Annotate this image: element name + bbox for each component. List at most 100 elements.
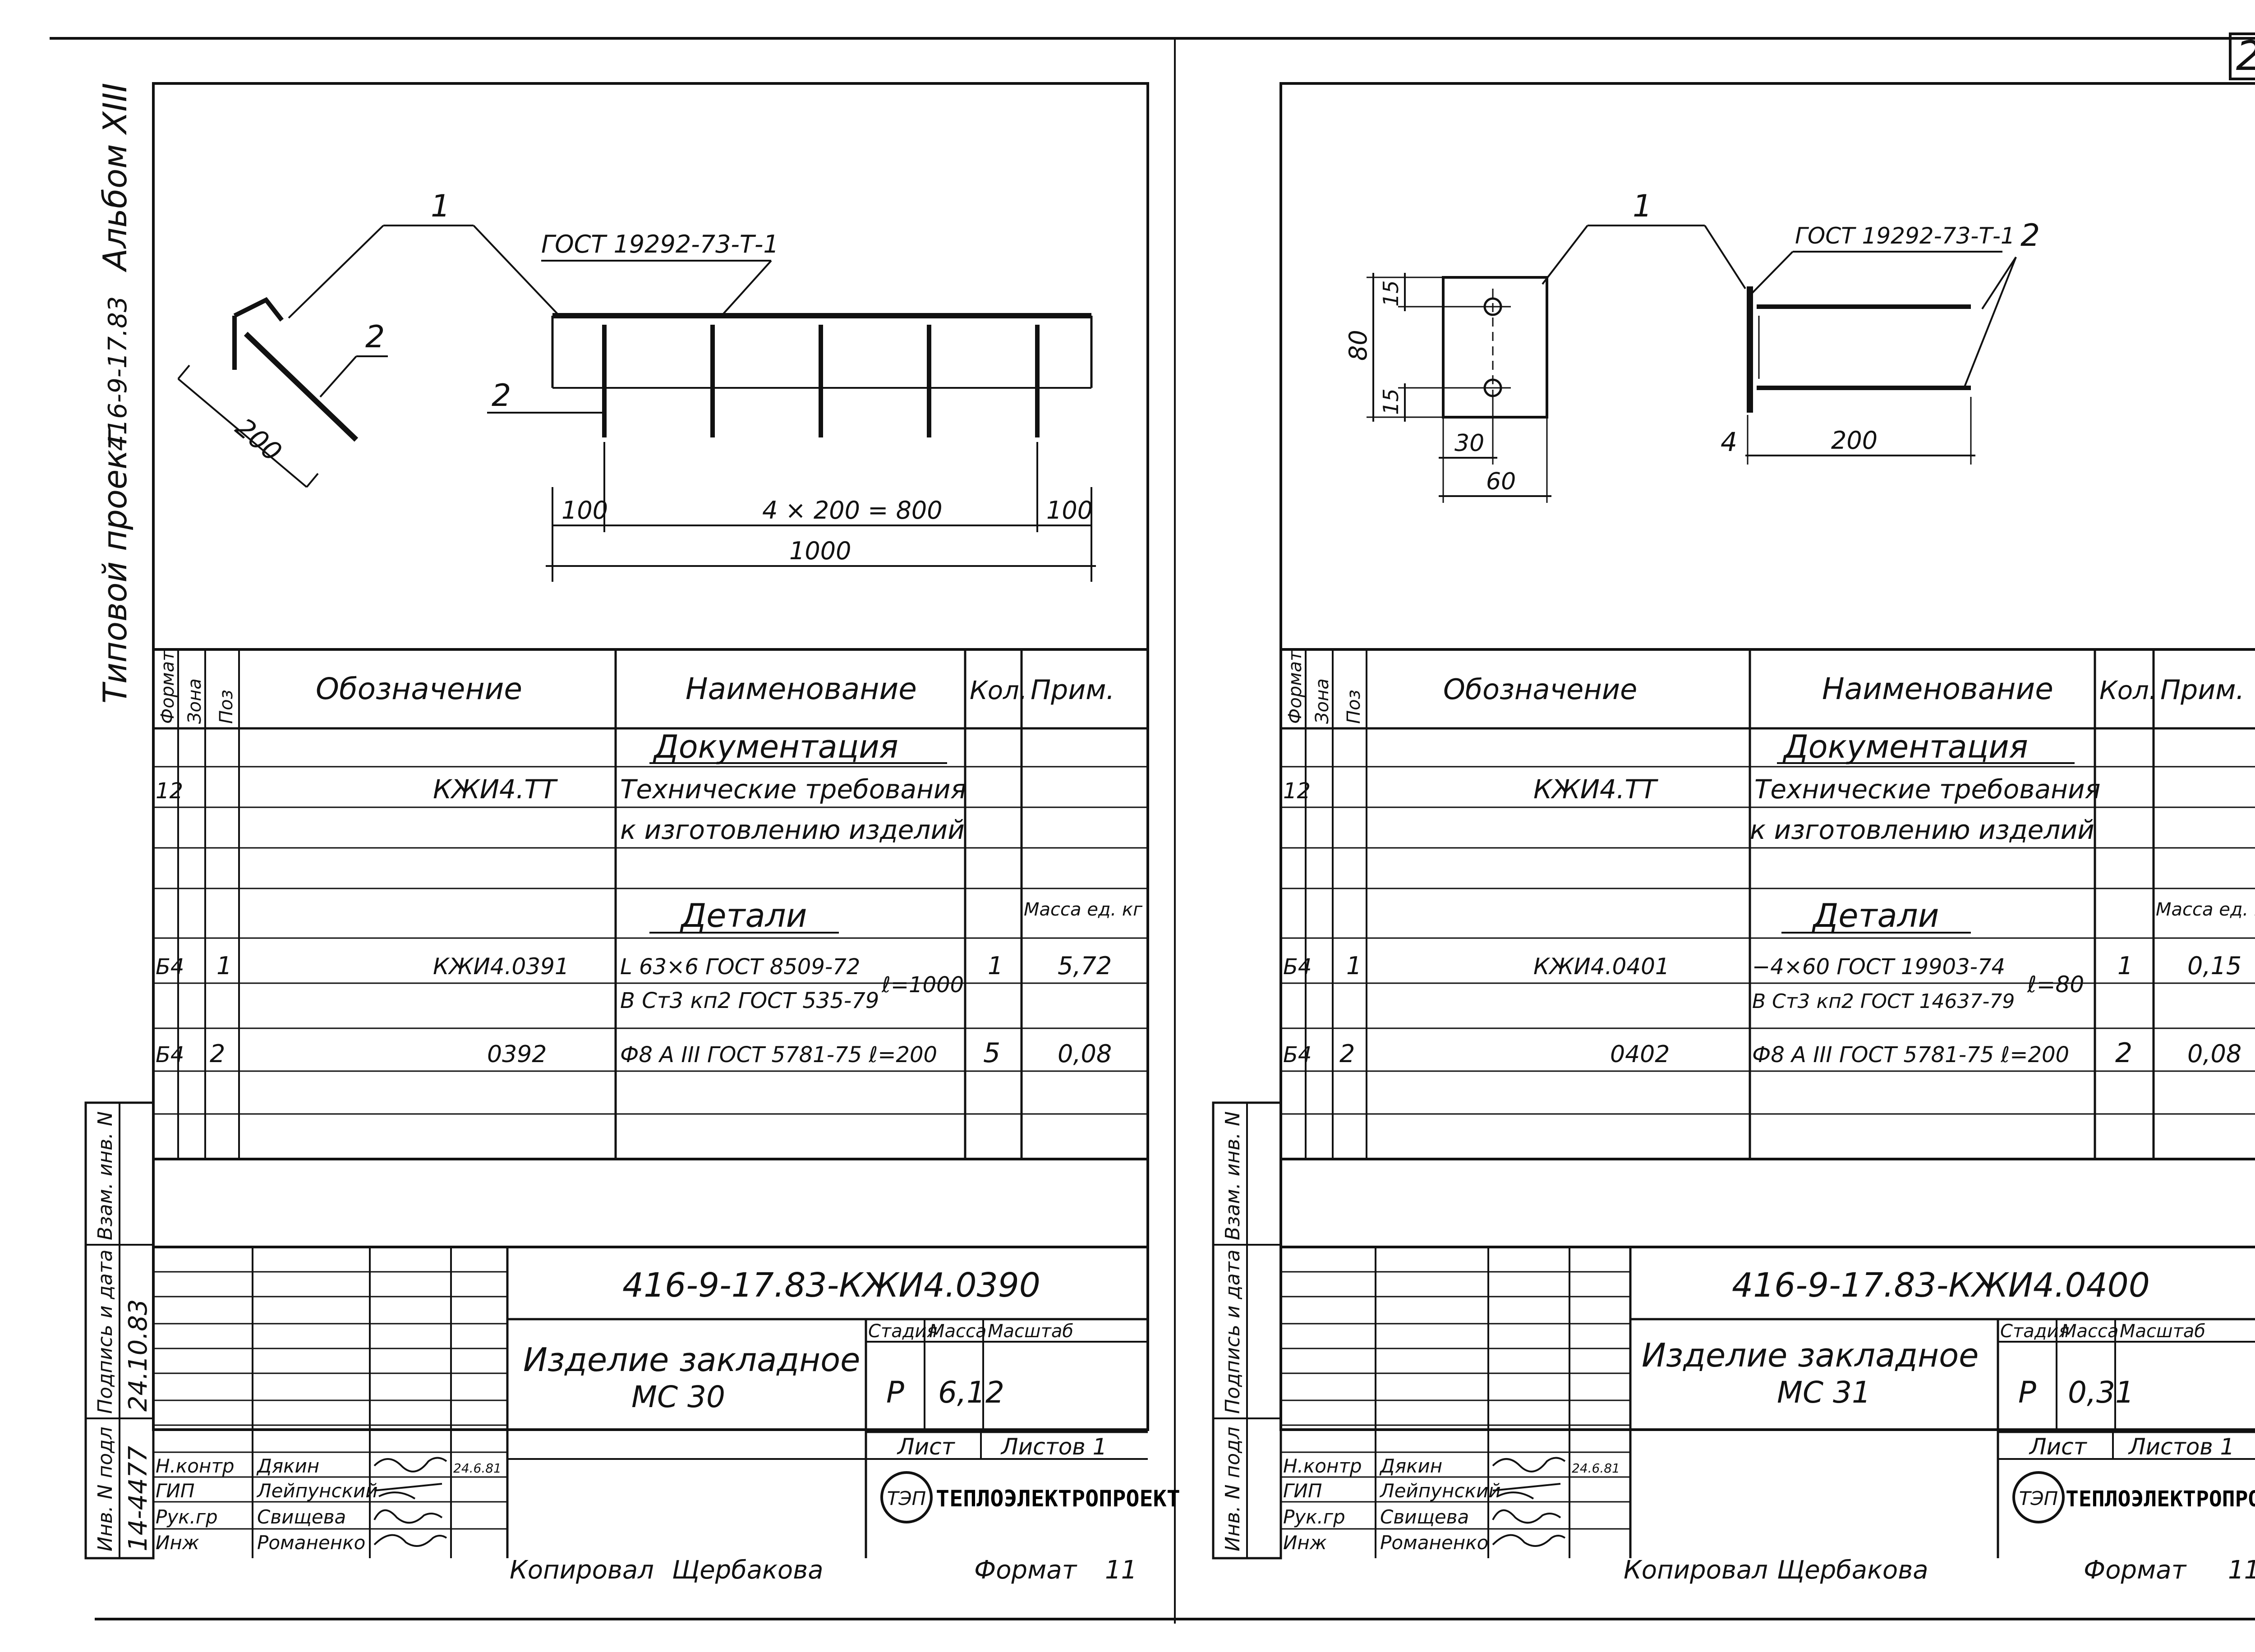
format-value: 11	[1105, 1555, 1137, 1585]
tt-format-r: 12	[1283, 778, 1311, 804]
org-logo-letters: ТЭП	[887, 1487, 926, 1509]
staff-role-2-r: Рук.гр	[1283, 1506, 1345, 1528]
staff-name-2: Свищева	[257, 1506, 346, 1528]
spec-table-right: Формат Зона Поз Обозначение Наименование…	[1281, 648, 2255, 1160]
dim-80: 80	[1344, 330, 1372, 361]
staff-role-1: ГИП	[156, 1480, 194, 1502]
tt-name-2-r: к изготовлению изделий	[1750, 814, 2094, 845]
det-section-r: Детали	[1812, 897, 1939, 934]
tb-mass: 6,12	[938, 1375, 1004, 1410]
hdr-name-r: Наименование	[1822, 672, 2053, 706]
dim-30: 30	[1454, 430, 1484, 457]
product-name-r: Изделие закладное	[1642, 1336, 1979, 1374]
signature-1-r	[1492, 1483, 1561, 1500]
page-number: 25	[2236, 32, 2255, 80]
det-section: Детали	[680, 897, 807, 934]
dim-1000: 1000	[789, 537, 851, 565]
tb-sheets-label-r: Листов 1	[2128, 1434, 2234, 1460]
copied-label-r: Копировал	[1624, 1555, 1768, 1585]
p2-pos: 2	[210, 1040, 225, 1068]
signature-3	[373, 1534, 447, 1547]
p2-mass-r: 0,08	[2187, 1040, 2241, 1068]
staff-role-0: Н.контр	[156, 1455, 235, 1477]
p1-pos: 1	[216, 952, 232, 980]
dim-15-top: 15	[1379, 280, 1403, 307]
doc-section: Документация	[653, 728, 898, 765]
stamp-sign-date-2: Подпись и дата	[1221, 1250, 1244, 1414]
copier-name-r: Щербакова	[1777, 1555, 1928, 1585]
p2-format: Б4	[156, 1042, 184, 1068]
doc-code-r: 416-9-17.83-КЖИ4.0400	[1732, 1266, 2150, 1305]
signature-2-r	[1492, 1509, 1561, 1524]
tt-format: 12	[156, 778, 183, 804]
hdr-qty: Кол.	[970, 676, 1027, 705]
tb-stage-label-r: Стадия	[2000, 1321, 2069, 1342]
sheet-right: Инв. N подл Подпись и дата Взам. инв. N …	[1212, 82, 2255, 1585]
mass-note: Масса ед. кг	[1024, 899, 1143, 920]
stamp-inv-orig-2: Инв. N подл	[1221, 1427, 1244, 1551]
p1-name-1: L 63×6 ГОСТ 8509-72	[620, 954, 860, 980]
drawing-ms30: 1 2 200 ГОСТ 19292-73-Т-1 2	[177, 189, 1096, 582]
dim-4x200: 4 × 200 = 800	[762, 496, 943, 525]
org-name: ТЕПЛОЭЛЕКТРОПРОЕКТ	[936, 1486, 1180, 1512]
product-mark: МС 30	[631, 1380, 725, 1414]
p2-format-r: Б4	[1283, 1042, 1312, 1068]
hdr-note-r: Прим.	[2160, 674, 2245, 706]
staff-date-0: 24.6.81	[453, 1461, 502, 1476]
staff-role-3: Инж	[156, 1532, 199, 1554]
hdr-zone-r: Зона	[1312, 678, 1333, 724]
p2-designation: 0392	[487, 1041, 547, 1068]
hdr-pos-r: Поз	[1344, 690, 1364, 724]
tb-mass-r: 0,31	[2068, 1375, 2134, 1410]
p2-pos-r: 2	[1339, 1040, 1355, 1068]
product-mark-r: МС 31	[1777, 1375, 1871, 1410]
staff-role-0-r: Н.контр	[1283, 1455, 1362, 1477]
doc-section-r: Документация	[1782, 728, 2028, 765]
side-title-project: Типовой проект	[96, 430, 134, 704]
product-name: Изделие закладное	[523, 1341, 860, 1379]
copier-name: Щербакова	[672, 1555, 824, 1585]
label-pos-4: 4	[1721, 427, 1737, 457]
p1-name-1-r: −4×60 ГОСТ 19903-74	[1752, 954, 2005, 980]
staff-name-3-r: Романенко	[1380, 1532, 1488, 1554]
dim-200-r: 200	[1831, 426, 1878, 455]
tt-name-1-r: Технические требования	[1754, 774, 2101, 805]
signature-3-r	[1492, 1534, 1566, 1547]
p1-mass-r: 0,15	[2187, 952, 2241, 980]
gost-label: ГОСТ 19292-73-Т-1	[541, 230, 779, 258]
label-pos-2b: 2	[492, 378, 511, 414]
tb-scale-label-r: Масштаб	[2120, 1321, 2205, 1342]
tb-stage-r: Р	[2018, 1375, 2036, 1410]
p1-length-r: ℓ=80	[2027, 971, 2084, 998]
signature-1	[374, 1483, 442, 1500]
mass-note-r: Масса ед. кг	[2156, 899, 2255, 920]
staff-name-1-r: Лейпунский	[1379, 1480, 1501, 1502]
staff-name-1: Лейпунский	[256, 1480, 378, 1502]
doc-code: 416-9-17.83-КЖИ4.0390	[622, 1266, 1040, 1305]
dim-100-right: 100	[1046, 496, 1093, 525]
p2-name: Ф8 А III ГОСТ 5781-75 ℓ=200	[620, 1042, 937, 1068]
stamp-sign-date: Подпись и дата	[94, 1250, 117, 1414]
spec-table: Формат Зона Поз Обозначение Наименование…	[153, 648, 1148, 1160]
org-logo-r: ТЭП	[2012, 1471, 2065, 1523]
staff-name-3: Романенко	[257, 1532, 365, 1554]
dim-15-bottom: 15	[1379, 388, 1403, 415]
tb-stage-label: Стадия	[868, 1321, 937, 1342]
p2-qty-r: 2	[2115, 1037, 2132, 1069]
tt-name-1: Технические требования	[620, 774, 966, 805]
copied-label: Копировал	[510, 1555, 654, 1585]
p1-pos-r: 1	[1346, 952, 1362, 980]
dim-100-left: 100	[561, 496, 608, 525]
side-title-album: Альбом XIII	[96, 83, 134, 272]
staff-role-1-r: ГИП	[1283, 1480, 1322, 1502]
label-pos-2-r: 2	[2020, 218, 2040, 253]
staff-name-0-r: Дякин	[1379, 1455, 1442, 1477]
gost-label-r: ГОСТ 19292-73-Т-1	[1795, 223, 2015, 249]
p1-name-2-r: В Ст3 кп2 ГОСТ 14637-79	[1752, 990, 2015, 1013]
page-number-box: 25	[2229, 32, 2255, 80]
tb-stage: Р	[886, 1375, 904, 1410]
hdr-note: Прим.	[1031, 674, 1115, 706]
tt-name-2: к изготовлению изделий	[620, 814, 965, 845]
stamp-date-value: 24.10.83	[124, 1299, 153, 1412]
